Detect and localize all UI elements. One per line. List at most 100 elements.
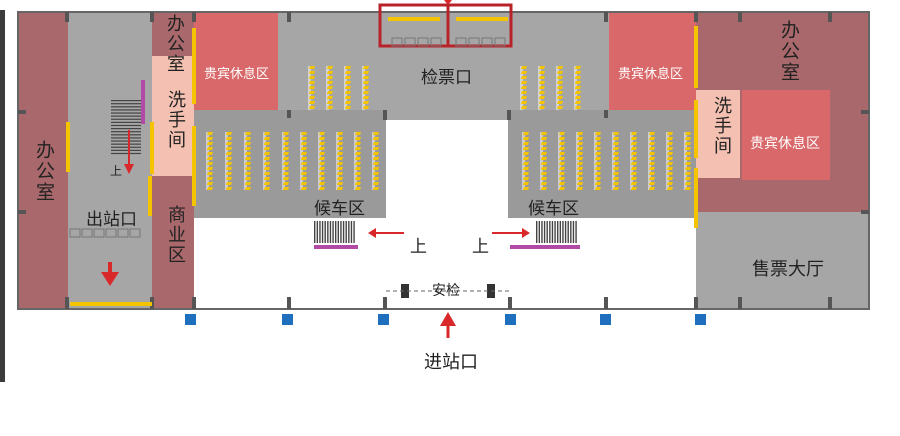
up-mid-right-label: 上 [472, 237, 489, 257]
seat-column [648, 132, 656, 190]
stair-step [111, 106, 141, 108]
stair-step [111, 152, 141, 155]
security-gate [386, 284, 512, 298]
stair-step [111, 103, 141, 105]
stair-step [340, 221, 342, 243]
stair-step [321, 221, 324, 243]
stair-step [353, 221, 355, 243]
exit-corridor-area [68, 12, 152, 309]
seat-column [558, 132, 566, 190]
waiting-seats [206, 66, 692, 190]
stair-step [342, 221, 345, 243]
seat-column [282, 132, 289, 190]
stair-step [551, 221, 554, 243]
vip-right-top-label: 贵宾休息区 [618, 67, 684, 82]
stair-step [111, 115, 141, 117]
stair-step [314, 221, 316, 243]
seat-column [594, 132, 602, 190]
seat-column [336, 132, 344, 190]
vip-right-area [742, 90, 830, 180]
stair-step [111, 109, 141, 111]
stair-step [554, 221, 556, 243]
stair-step [324, 221, 326, 243]
office-mid-area [152, 12, 194, 56]
seat-column [225, 132, 232, 190]
stairs-left [314, 221, 358, 249]
exit-gates [69, 228, 141, 238]
stair-step [111, 100, 141, 102]
stair-step [567, 221, 569, 243]
stair-step [572, 221, 575, 243]
vip-left-area [194, 12, 278, 110]
stair-step [562, 221, 564, 243]
seat-column [576, 132, 584, 190]
stair-step [350, 221, 353, 243]
seat-column [522, 132, 530, 190]
stair-step [111, 128, 141, 130]
stair-step [111, 121, 141, 123]
stair-step [329, 221, 332, 243]
stair-step [575, 221, 577, 243]
seat-column [244, 132, 251, 190]
ticket-check-label: 检票口 [421, 68, 472, 88]
seat-column [540, 132, 548, 190]
stair-rail [510, 245, 580, 249]
entrance-hall [194, 218, 696, 309]
arrows [101, 0, 530, 338]
door-markers [66, 17, 698, 306]
commercial-area [152, 176, 194, 309]
seat-column [318, 132, 326, 190]
stair-step [332, 221, 334, 243]
seat-column [520, 66, 528, 110]
stair-step [111, 124, 141, 127]
central-void [386, 120, 508, 218]
up-left-label: 上 [110, 164, 123, 178]
vip-right-top-area [609, 12, 696, 110]
seat-column [308, 66, 315, 110]
stair-step [559, 221, 562, 243]
stair-step [111, 137, 141, 139]
vip-left-label: 贵宾休息区 [204, 67, 270, 82]
office-left-area [18, 12, 68, 309]
seat-column [612, 132, 620, 190]
seat-column [538, 66, 546, 110]
up-mid-left-label: 上 [410, 237, 427, 257]
ticket-gates [391, 37, 506, 47]
stair-step [111, 146, 141, 148]
stair-step [111, 140, 141, 142]
office-right-label: 办公室 [778, 20, 800, 83]
entrance-label: 进站口 [424, 352, 478, 373]
stair-step [337, 221, 340, 243]
commercial-label: 商业区 [165, 205, 186, 265]
stair-step [538, 221, 541, 243]
stair-step [111, 112, 141, 114]
seat-column [684, 132, 692, 190]
vip-right-label: 贵宾休息区 [750, 136, 820, 152]
seat-column [354, 132, 362, 190]
waiting-right-label: 候车区 [528, 199, 579, 219]
stairs-exit [111, 80, 145, 155]
stair-step [543, 221, 546, 243]
waiting-right-area [508, 110, 696, 218]
seat-column [556, 66, 564, 110]
stair-step [549, 221, 551, 243]
washroom-left-area [152, 56, 194, 176]
stair-step [570, 221, 572, 243]
washroom-right-label: 洗手间 [711, 96, 732, 156]
seat-column [206, 132, 213, 190]
waiting-left-label: 候车区 [314, 199, 365, 219]
office-mid-label: 办公室 [164, 14, 185, 74]
stair-step [111, 143, 141, 145]
stair-step [111, 134, 141, 136]
stair-step [564, 221, 567, 243]
stair-step [557, 221, 559, 243]
stair-step [541, 221, 543, 243]
outer-wall [17, 11, 870, 310]
stair-step [327, 221, 329, 243]
stair-step [316, 221, 319, 243]
office-left-label: 办公室 [33, 140, 55, 203]
stair-step [546, 221, 548, 243]
exit-label: 出站口 [86, 210, 137, 230]
seat-column [326, 66, 333, 110]
